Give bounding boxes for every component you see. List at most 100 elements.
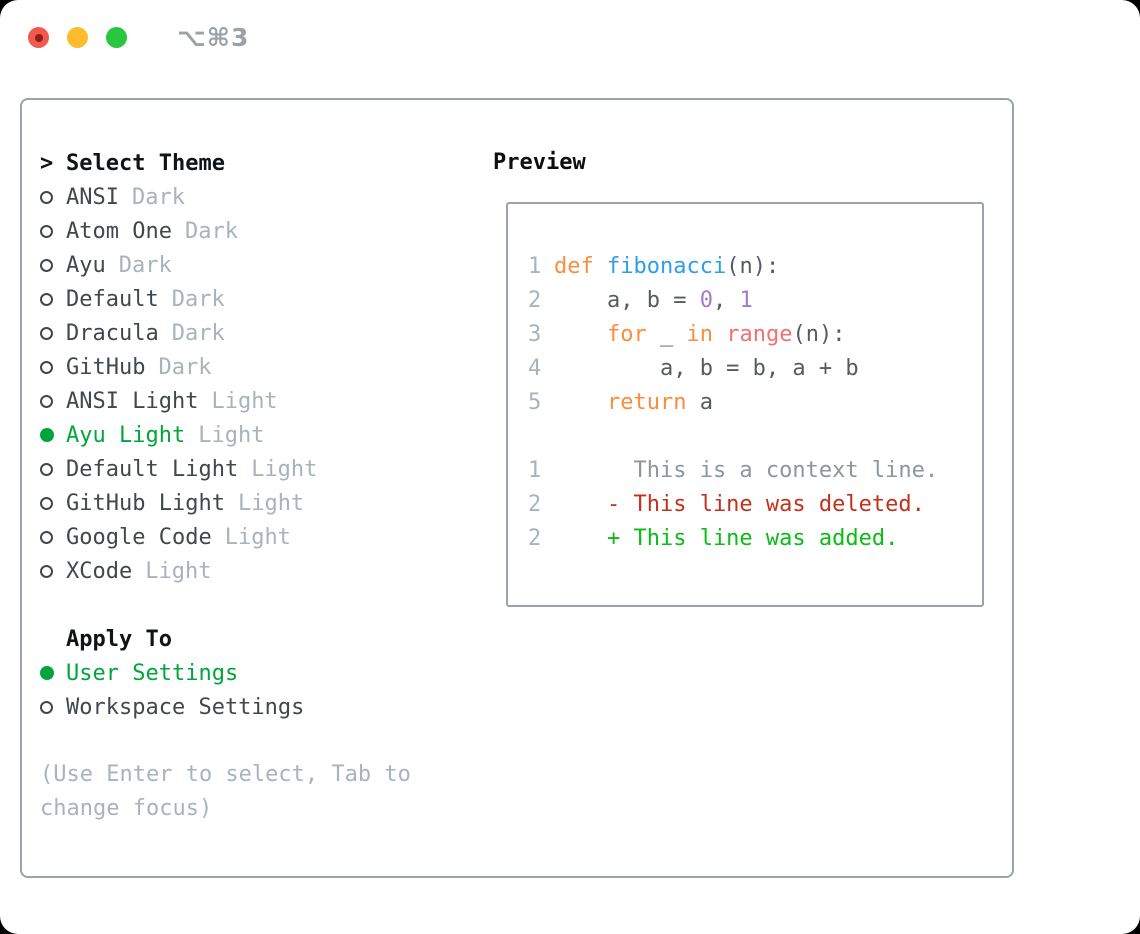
code-token-fg: (n): <box>726 254 780 279</box>
spacer <box>40 588 480 622</box>
theme-name: GitHub <box>66 354 146 380</box>
theme-variant-badge: Light <box>211 388 278 414</box>
theme-option-google-code-light[interactable]: Google Code Light <box>40 520 480 554</box>
code-token-fg <box>554 390 607 415</box>
radio-icon <box>40 224 66 238</box>
code-token-fg <box>554 322 607 347</box>
line-number: 3 <box>528 322 542 347</box>
theme-variant-badge: Dark <box>158 354 212 380</box>
radio-circle <box>40 564 53 578</box>
theme-variant-badge: Light <box>145 558 212 584</box>
code-token-builtin: range <box>726 322 793 347</box>
theme-name: Ayu <box>66 252 106 278</box>
radio-selected-icon <box>40 428 66 442</box>
code-token-fg <box>713 322 726 347</box>
code-token-keyword: for <box>606 322 647 347</box>
code-line: 5 return a <box>528 386 982 420</box>
preview-title: Preview <box>493 150 586 175</box>
code-line: 1 This is a context line. <box>528 454 982 488</box>
radio-circle <box>40 428 54 442</box>
radio-icon <box>40 292 66 306</box>
theme-option-atom-one-dark[interactable]: Atom One Dark <box>40 214 480 248</box>
theme-variant-badge: Dark <box>171 320 225 346</box>
code-token-constant: 0 <box>699 288 713 313</box>
radio-circle <box>40 394 53 408</box>
theme-name: Google Code <box>66 524 212 550</box>
code-token-deleted: - This line was deleted. <box>554 492 925 517</box>
theme-variant-badge: Dark <box>118 252 172 278</box>
close-button[interactable] <box>28 27 49 48</box>
code-token-context: This is a context line. <box>554 458 939 483</box>
radio-icon <box>40 258 66 272</box>
theme-variant-badge: Dark <box>184 218 238 244</box>
line-number: 2 <box>528 492 542 517</box>
code-token-fg: (n): <box>792 322 846 347</box>
theme-variant-badge: Light <box>224 524 291 550</box>
radio-selected-icon <box>40 666 66 680</box>
code-token-fg <box>594 254 607 279</box>
code-blank-line <box>528 420 982 454</box>
code-line: 2 - This line was deleted. <box>528 488 982 522</box>
help-text-line: change focus) <box>40 796 213 821</box>
radio-icon <box>40 564 66 578</box>
radio-icon <box>40 496 66 510</box>
code-token-keyword: in <box>686 322 713 347</box>
radio-circle <box>40 700 53 714</box>
theme-name: GitHub Light <box>66 490 225 516</box>
radio-icon <box>40 326 66 340</box>
theme-variant-badge: Dark <box>131 184 185 210</box>
line-number: 1 <box>528 458 542 483</box>
code-token-fg: _ <box>646 322 687 347</box>
titlebar: ⌥⌘3 <box>0 0 1140 75</box>
theme-variant-badge: Dark <box>171 286 225 312</box>
select-theme-header: > Select Theme <box>40 146 480 180</box>
minimize-button[interactable] <box>67 27 88 48</box>
theme-name: Atom One <box>66 218 172 244</box>
code-line: 3 for _ in range(n): <box>528 318 982 352</box>
code-token-keyword: return <box>606 390 687 415</box>
code-token-function: fibonacci <box>607 254 727 279</box>
theme-variant-badge: Light <box>237 490 305 516</box>
radio-icon <box>40 360 66 374</box>
apply-to-title: Apply To <box>66 626 172 652</box>
radio-icon <box>40 530 66 544</box>
apply-option-workspace-settings[interactable]: Workspace Settings <box>40 690 480 724</box>
theme-option-github-light-light[interactable]: GitHub Light Light <box>40 486 480 520</box>
radio-icon <box>40 700 66 714</box>
radio-icon <box>40 394 66 408</box>
select-theme-title: Select Theme <box>66 150 225 176</box>
radio-circle <box>40 224 53 238</box>
theme-variant-badge: Light <box>251 456 318 482</box>
theme-option-default-light-light[interactable]: Default Light Light <box>40 452 480 486</box>
code-token-constant: 1 <box>739 288 753 313</box>
apply-option-user-settings[interactable]: User Settings <box>40 656 480 690</box>
theme-name: Default Light <box>66 456 239 482</box>
radio-circle <box>40 530 53 544</box>
theme-option-ayu-dark[interactable]: Ayu Dark <box>40 248 480 282</box>
code-token-keyword: def <box>554 254 594 279</box>
code-token-fg: a <box>686 390 713 415</box>
code-token-fg: a, b = <box>554 288 700 313</box>
radio-circle <box>40 292 53 306</box>
radio-circle <box>40 462 53 476</box>
line-number: 2 <box>528 288 542 313</box>
zoom-button[interactable] <box>106 27 127 48</box>
focus-caret-icon: > <box>40 150 54 176</box>
theme-option-ansi-light-light[interactable]: ANSI Light Light <box>40 384 480 418</box>
window-shortcut-label: ⌥⌘3 <box>177 23 250 52</box>
theme-option-github-dark[interactable]: GitHub Dark <box>40 350 480 384</box>
code-line: 2 + This line was added. <box>528 522 982 556</box>
theme-name: ANSI Light <box>66 388 199 414</box>
